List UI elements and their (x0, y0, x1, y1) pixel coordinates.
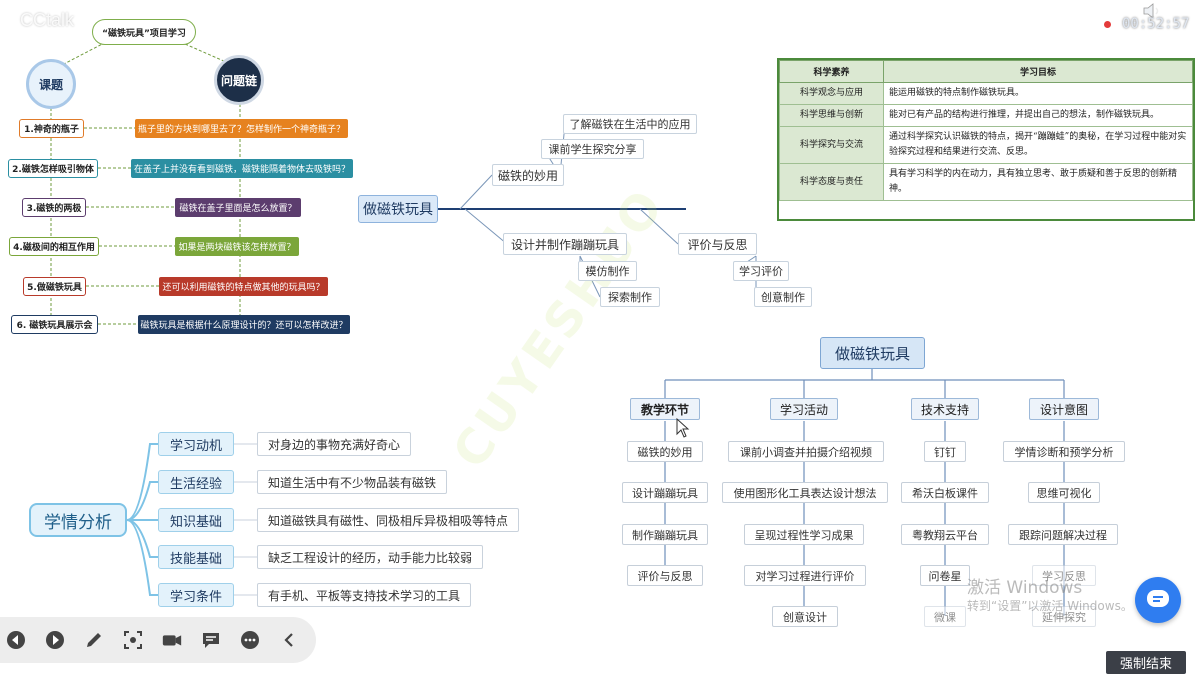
table-cell-key: 科学探究与交流 (779, 126, 884, 164)
analysis-category: 知识基础 (158, 508, 234, 532)
pen-icon[interactable] (83, 629, 105, 651)
lesson-item: 4.磁极间的相互作用 (9, 237, 99, 256)
question-item: 如果是两块磁铁该怎样放置？ (175, 237, 299, 256)
table-row: 科学态度与责任 具有学习科学的内在动力，具有独立思考、敢于质疑和善于反思的创新精… (779, 163, 1193, 201)
learning-goals-table: 科学素养 学习目标 科学观念与应用 能运用磁铁的特点制作磁铁玩具。 科学思维与创… (777, 58, 1195, 221)
screenshot-icon[interactable] (122, 629, 144, 651)
table-row: 科学观念与应用 能运用磁铁的特点制作磁铁玩具。 (779, 82, 1193, 105)
camera-icon[interactable] (161, 629, 183, 651)
prev-icon[interactable] (5, 629, 27, 651)
table-cell-value: 能对已有产品的结构进行推理，并提出自己的想法，制作磁铁玩具。 (883, 104, 1193, 127)
lesson-item: 5.做磁铁玩具 (23, 277, 86, 296)
tree-leaf: 设计蹦蹦玩具 (622, 482, 708, 503)
analysis-category: 学习动机 (158, 432, 234, 456)
tree-leaf: 对学习过程进行评价 (744, 565, 866, 586)
tree-leaf: 课前小调查并拍摄介绍视频 (728, 441, 884, 462)
project-title: “磁铁玩具”项目学习 (92, 19, 196, 45)
analysis-leaf: 对身边的事物充满好奇心 (257, 432, 412, 456)
next-icon[interactable] (44, 629, 66, 651)
playback-toolbar (0, 617, 316, 663)
analysis-leaf: 知道生活中有不少物品装有磁铁 (257, 470, 448, 494)
tree-leaf: 学情诊断和预学分析 (1003, 441, 1125, 462)
table-row: 科学思维与创新 能对已有产品的结构进行推理，并提出自己的想法，制作磁铁玩具。 (779, 104, 1193, 127)
analysis-leaf: 知道磁铁具有磁性、同极相斥异极相吸等特点 (257, 508, 520, 532)
more-icon[interactable] (239, 629, 261, 651)
tree-leaf: 制作蹦蹦玩具 (622, 524, 708, 545)
tree-leaf: 呈现过程性学习成果 (744, 524, 864, 545)
tree-category: 技术支持 (911, 398, 979, 420)
design-child: 模仿制作 (578, 261, 637, 281)
tree-leaf: 微课 (924, 606, 966, 627)
tree-category: 设计意图 (1029, 398, 1099, 420)
diagonal-watermark: CUYESHUO (442, 177, 677, 479)
speaker-icon[interactable] (1142, 2, 1164, 20)
tree-leaf: 磁铁的妙用 (627, 441, 703, 462)
magic-child: 了解磁铁在生活中的应用 (563, 114, 697, 134)
tree-category: 教学环节 (630, 398, 700, 420)
lesson-circle: 课题 (26, 59, 76, 109)
question-item: 在盖子上并没有看到磁铁，磁铁能隔着物体去吸铁吗？ (131, 159, 353, 178)
question-item: 磁铁玩具是根据什么原理设计的？还可以怎样改进？ (138, 315, 350, 334)
app-watermark: CCtalk (20, 10, 75, 30)
tree-leaf: 学习反思 (1032, 565, 1096, 586)
lesson-item: 2.磁铁怎样吸引物体 (8, 159, 98, 178)
tree-leaf: 创意设计 (772, 606, 838, 627)
tree-leaf: 希沃白板课件 (901, 482, 989, 503)
tree-leaf: 评价与反思 (627, 565, 703, 586)
analysis-category: 技能基础 (158, 545, 234, 569)
question-chain-circle: 问题链 (214, 55, 264, 105)
tree-leaf: 粤教翔云平台 (901, 524, 989, 545)
tree-leaf: 延伸探究 (1032, 606, 1096, 627)
windows-activation-hint: 转到“设置”以激活 Windows。 (967, 599, 1133, 613)
recording-indicator (1104, 21, 1111, 28)
mouse-cursor-icon (676, 418, 690, 438)
lesson-item: 6. 磁铁玩具展示会 (11, 315, 98, 334)
lesson-item: 1.神奇的瓶子 (19, 119, 84, 138)
analysis-category: 生活经验 (158, 470, 234, 494)
mid-map-root: 做磁铁玩具 (358, 195, 438, 223)
lesson-item: 3.磁铁的两极 (22, 198, 86, 217)
analysis-root: 学情分析 (29, 503, 127, 537)
design-child: 探索制作 (600, 287, 660, 307)
table-cell-value: 具有学习科学的内在动力，具有独立思考、敢于质疑和善于反思的创新精神。 (883, 163, 1193, 201)
tree-leaf: 钉钉 (924, 441, 966, 462)
question-item: 还可以利用磁铁的特点做其他的玩具吗？ (159, 277, 328, 296)
analysis-leaf: 缺乏工程设计的经历，动手能力比较弱 (257, 545, 484, 569)
collapse-icon[interactable] (278, 629, 300, 651)
tree-root: 做磁铁玩具 (820, 337, 925, 369)
analysis-leaf: 有手机、平板等支持技术学习的工具 (257, 583, 472, 607)
table-header-row: 科学素养 学习目标 (779, 60, 1193, 83)
table-header: 学习目标 (883, 60, 1193, 83)
branch-design: 设计并制作蹦蹦玩具 (503, 233, 627, 255)
tree-leaf: 跟踪问题解决过程 (1008, 524, 1118, 545)
magic-child: 课前学生探究分享 (541, 139, 644, 159)
question-item: 磁铁在盖子里面是怎么放置？ (175, 198, 301, 217)
table-cell-value: 能运用磁铁的特点制作磁铁玩具。 (883, 82, 1193, 105)
analysis-category: 学习条件 (158, 583, 234, 607)
tree-leaf: 问卷星 (920, 565, 970, 586)
chat-bubble-button[interactable] (1135, 577, 1181, 623)
tree-leaf: 使用图形化工具表达设计想法 (722, 482, 888, 503)
tree-category: 学习活动 (770, 398, 838, 420)
branch-magic: 磁铁的妙用 (492, 164, 564, 186)
session-timer: 00:52:57 (1122, 16, 1190, 32)
table-cell-value: 通过科学探究认识磁铁的特点，揭开“蹦蹦蛙”的奥秘，在学习过程中能对实验探究过程和… (883, 126, 1193, 164)
table-cell-key: 科学态度与责任 (779, 163, 884, 201)
tree-leaf: 思维可视化 (1028, 482, 1100, 503)
eval-child: 创意制作 (754, 287, 812, 307)
chat-icon[interactable] (200, 629, 222, 651)
branch-eval: 评价与反思 (678, 233, 757, 255)
question-item: 瓶子里的方块到哪里去了？怎样制作一个神奇瓶子？ (135, 119, 348, 138)
table-cell-key: 科学思维与创新 (779, 104, 884, 127)
table-row: 科学探究与交流 通过科学探究认识磁铁的特点，揭开“蹦蹦蛙”的奥秘，在学习过程中能… (779, 126, 1193, 164)
eval-child: 学习评价 (733, 261, 789, 281)
table-cell-key: 科学观念与应用 (779, 82, 884, 105)
message-icon (1147, 590, 1169, 607)
table-header: 科学素养 (779, 60, 884, 83)
windows-activation-title: 激活 Windows (967, 578, 1083, 598)
force-end-button[interactable]: 强制结束 (1106, 651, 1186, 674)
